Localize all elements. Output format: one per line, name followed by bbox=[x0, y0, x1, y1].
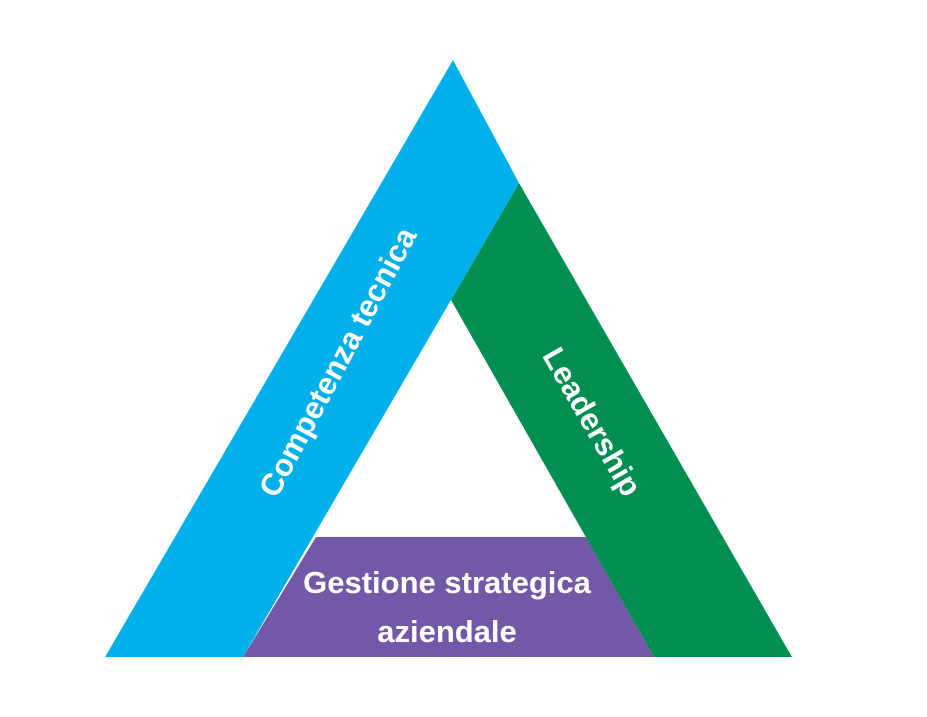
bottom-side-label-line1: Gestione strategica bbox=[303, 565, 591, 600]
right-side-band bbox=[451, 183, 792, 657]
left-side-band bbox=[105, 60, 519, 657]
bottom-side-label-line2: aziendale bbox=[377, 614, 517, 649]
bottom-side-band bbox=[243, 537, 654, 657]
